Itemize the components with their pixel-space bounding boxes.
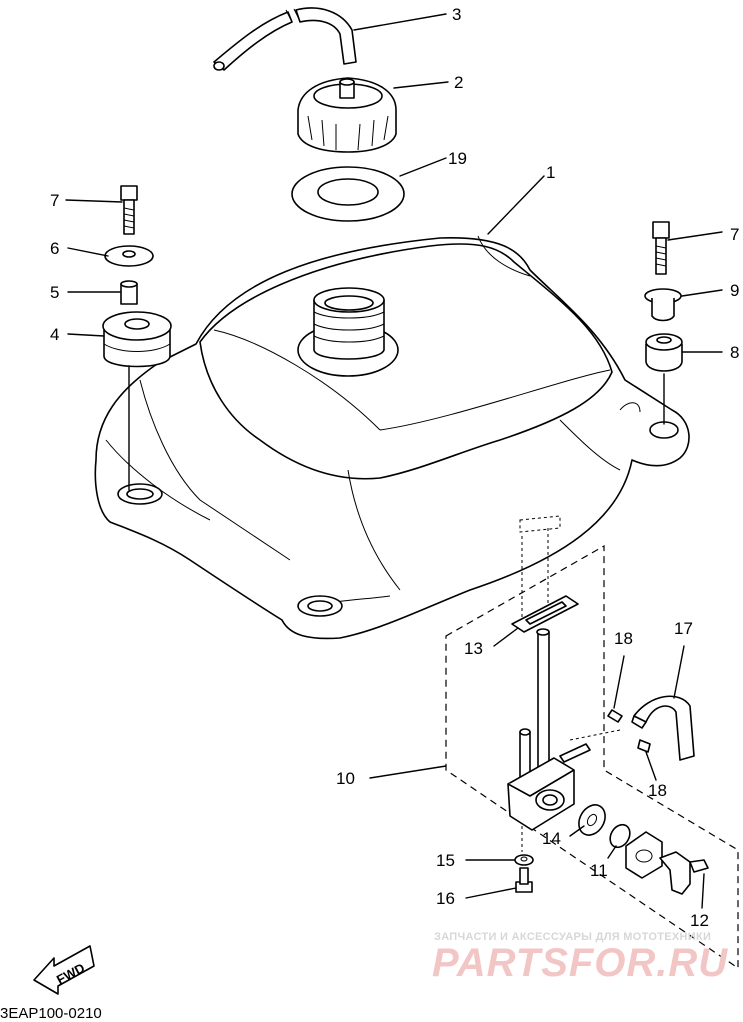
callout-10: 10 xyxy=(336,769,355,788)
callout-18-bottom: 18 xyxy=(648,781,667,800)
callout-11: 11 xyxy=(590,861,608,880)
callout-14: 14 xyxy=(542,829,561,848)
callout-17: 17 xyxy=(674,619,693,638)
fuel-tank-part xyxy=(94,235,690,640)
watermark: ЗАПЧАСТИ И АКСЕССУАРЫ ДЛЯ МОТОТЕХНИКИ PA… xyxy=(432,931,728,985)
breather-hose-part xyxy=(213,7,357,71)
fuel-hose-part xyxy=(607,695,695,761)
callout-15: 15 xyxy=(436,851,455,870)
callout-16: 16 xyxy=(436,889,455,908)
fuel-cock-assembly xyxy=(445,528,739,970)
callout-7-left: 7 xyxy=(50,191,59,210)
callout-19: 19 xyxy=(448,149,467,168)
callout-3: 3 xyxy=(452,5,461,24)
callouts: 3 2 19 1 7 6 5 4 7 9 8 13 17 18 10 18 14… xyxy=(50,5,739,930)
left-mount-hardware xyxy=(102,185,172,491)
right-mount-hardware xyxy=(644,221,683,425)
callout-9: 9 xyxy=(730,281,739,300)
callout-1: 1 xyxy=(546,163,555,182)
fuel-cap-part xyxy=(297,77,397,153)
leader-lines xyxy=(65,13,723,909)
cap-gasket-part xyxy=(291,166,405,222)
callout-5: 5 xyxy=(50,283,59,302)
callout-2: 2 xyxy=(454,73,463,92)
callout-8: 8 xyxy=(730,343,739,362)
callout-4: 4 xyxy=(50,325,59,344)
callout-7-right: 7 xyxy=(730,225,739,244)
callout-13: 13 xyxy=(464,639,483,658)
callout-12: 12 xyxy=(690,911,709,930)
callout-6: 6 xyxy=(50,239,59,258)
watermark-brand: PARTSFOR.RU xyxy=(432,941,728,985)
callout-18-top: 18 xyxy=(614,629,633,648)
diagram-code: 3EAP100-0210 xyxy=(0,1005,102,1022)
forward-direction-arrow: FWD xyxy=(33,945,95,995)
watermark-subtitle: ЗАПЧАСТИ И АКСЕССУАРЫ ДЛЯ МОТОТЕХНИКИ xyxy=(434,931,711,943)
